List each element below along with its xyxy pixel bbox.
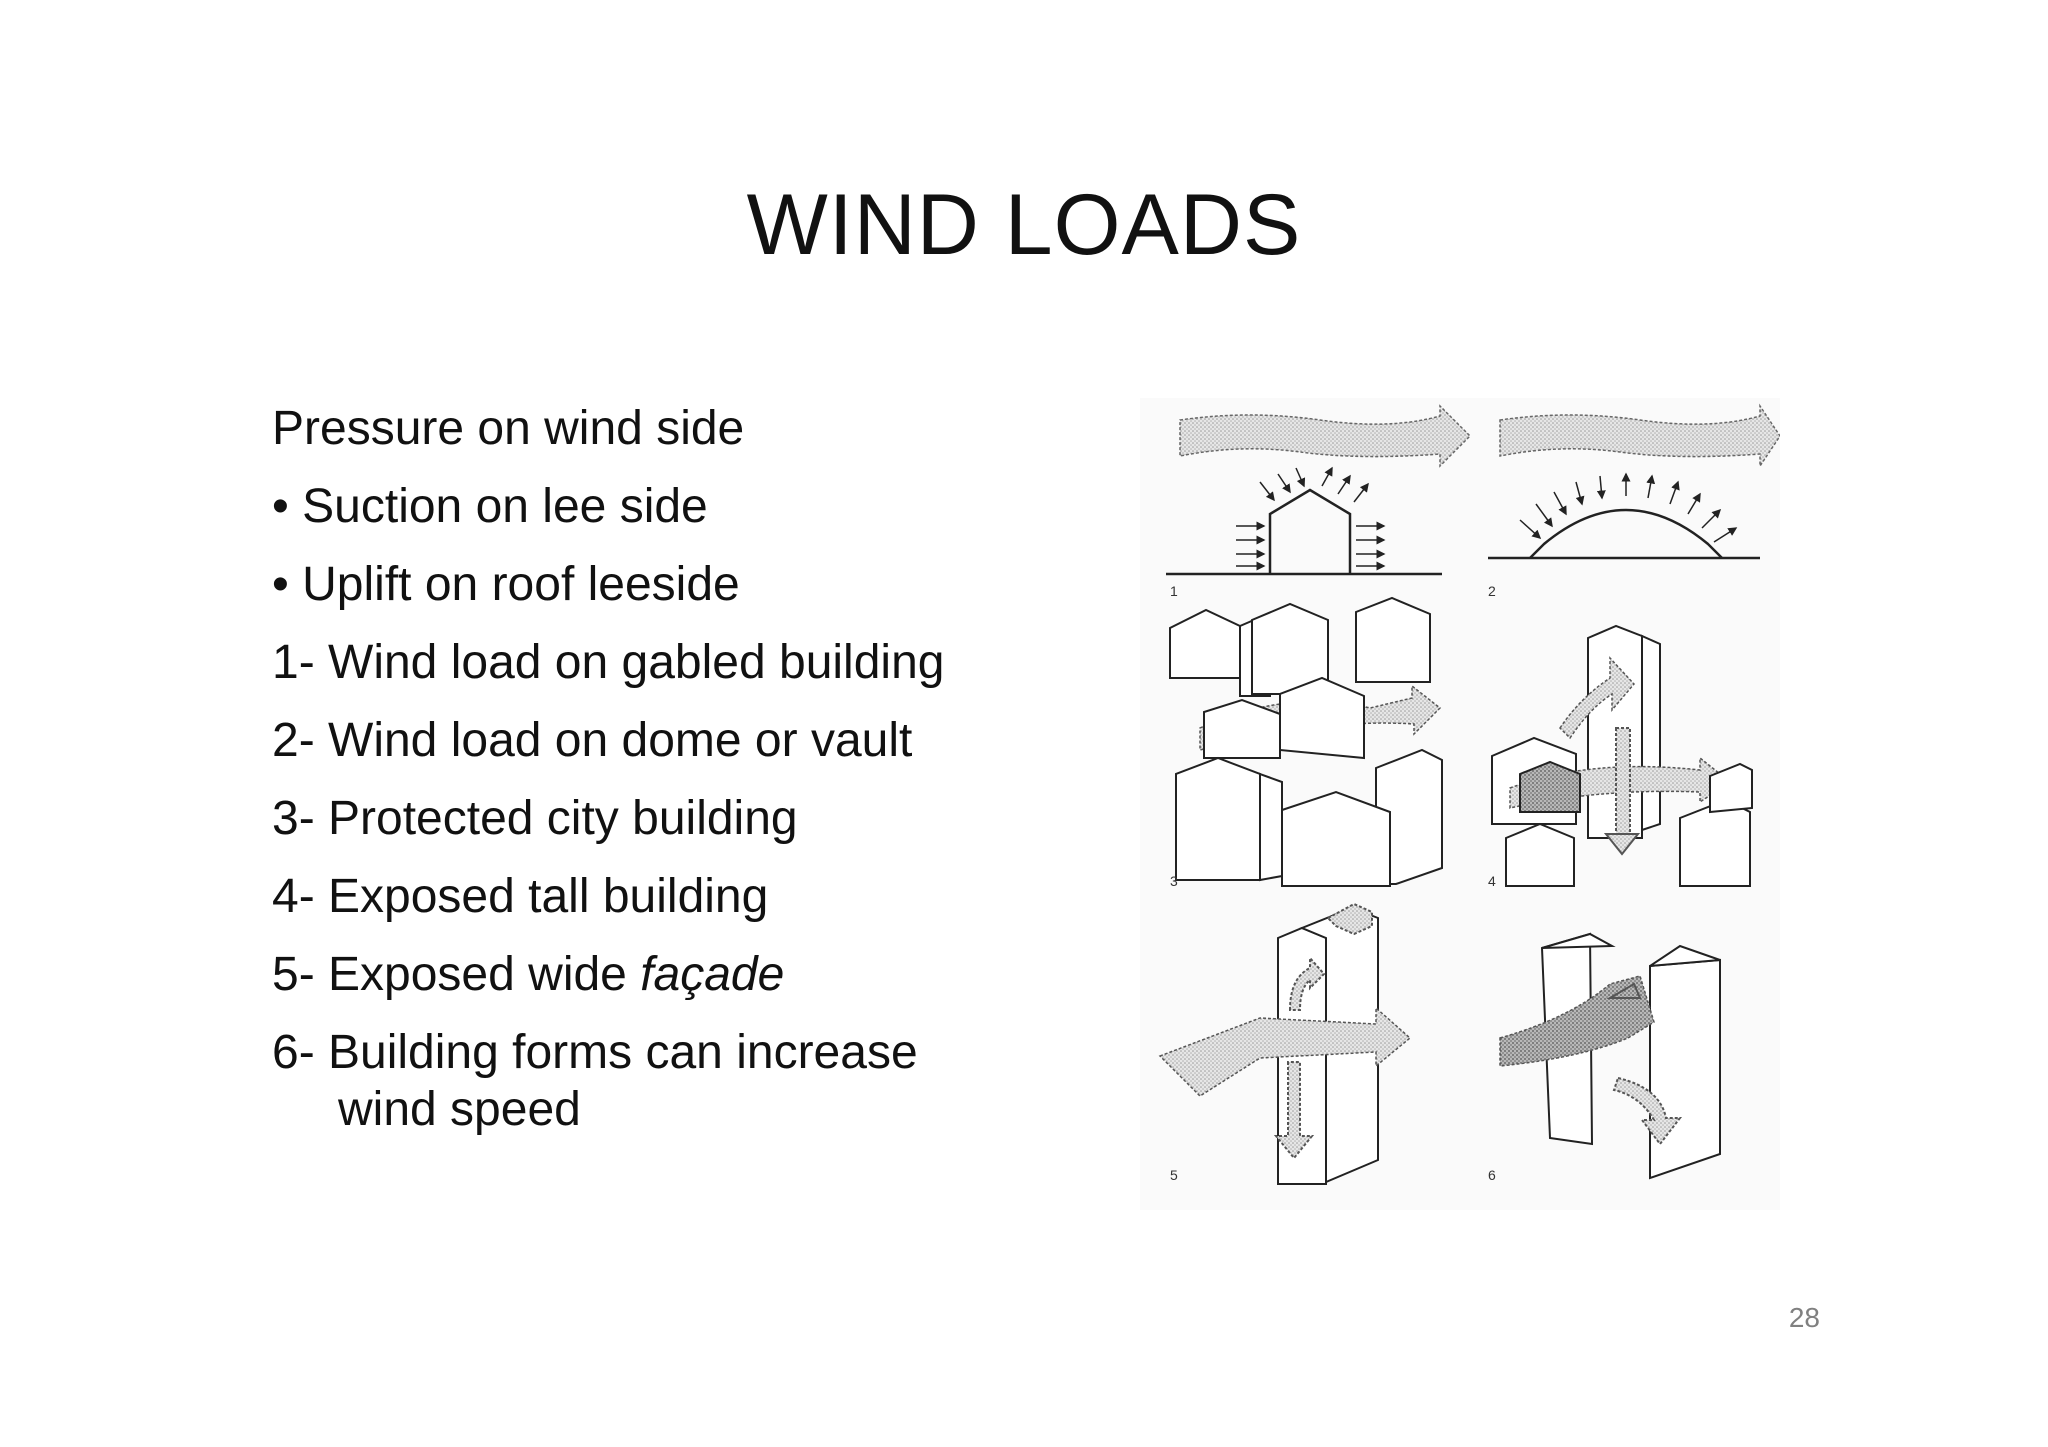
bullet-item-1: 1- Wind load on gabled building [272,636,945,689]
panel-3-protected-city: 3 [1169,596,1443,889]
bullet-list: Pressure on wind side • Suction on lee s… [272,390,1032,1140]
panel-label-6: 6 [1488,1167,1496,1183]
bullet-item-5-text: 5- Exposed wide [272,948,641,1001]
wind-load-figure: 1 2 [1140,398,1780,1210]
panel-2-dome: 2 [1488,403,1780,599]
panel-6-building-forms: 6 [1488,932,1721,1183]
bullet-item-5: 5- Exposed wide façade [272,936,1032,1014]
bullet-item-6-continuation: wind speed [338,1083,581,1136]
bullet-item-5-italic: façade [640,948,785,1001]
slide-title: WIND LOADS [746,177,1302,273]
panel-label-1: 1 [1170,583,1178,599]
bullet-item-6: 6- Building forms can increase [272,1026,918,1079]
bullet-suction-lee-side: • Suction on lee side [272,480,708,533]
panel-4-exposed-tall: 4 [1488,624,1753,889]
panel-5-exposed-wide-facade: 5 [1158,902,1412,1185]
panel-label-5: 5 [1170,1167,1178,1183]
wind-load-diagram: 1 2 [1158,403,1780,1185]
bullet-item-3: 3- Protected city building [272,792,798,845]
panel-label-3: 3 [1170,873,1178,889]
panel-1-gabled-building: 1 [1166,404,1472,599]
panel-label-4: 4 [1488,873,1496,889]
bullet-pressure-wind-side: Pressure on wind side [272,402,745,455]
bullet-item-2: 2- Wind load on dome or vault [272,714,913,767]
bullet-uplift-roof-leeside: • Uplift on roof leeside [272,558,740,611]
page-number: 28 [1788,1302,1820,1333]
bullet-item-4: 4- Exposed tall building [272,870,769,923]
panel-label-2: 2 [1488,583,1496,599]
